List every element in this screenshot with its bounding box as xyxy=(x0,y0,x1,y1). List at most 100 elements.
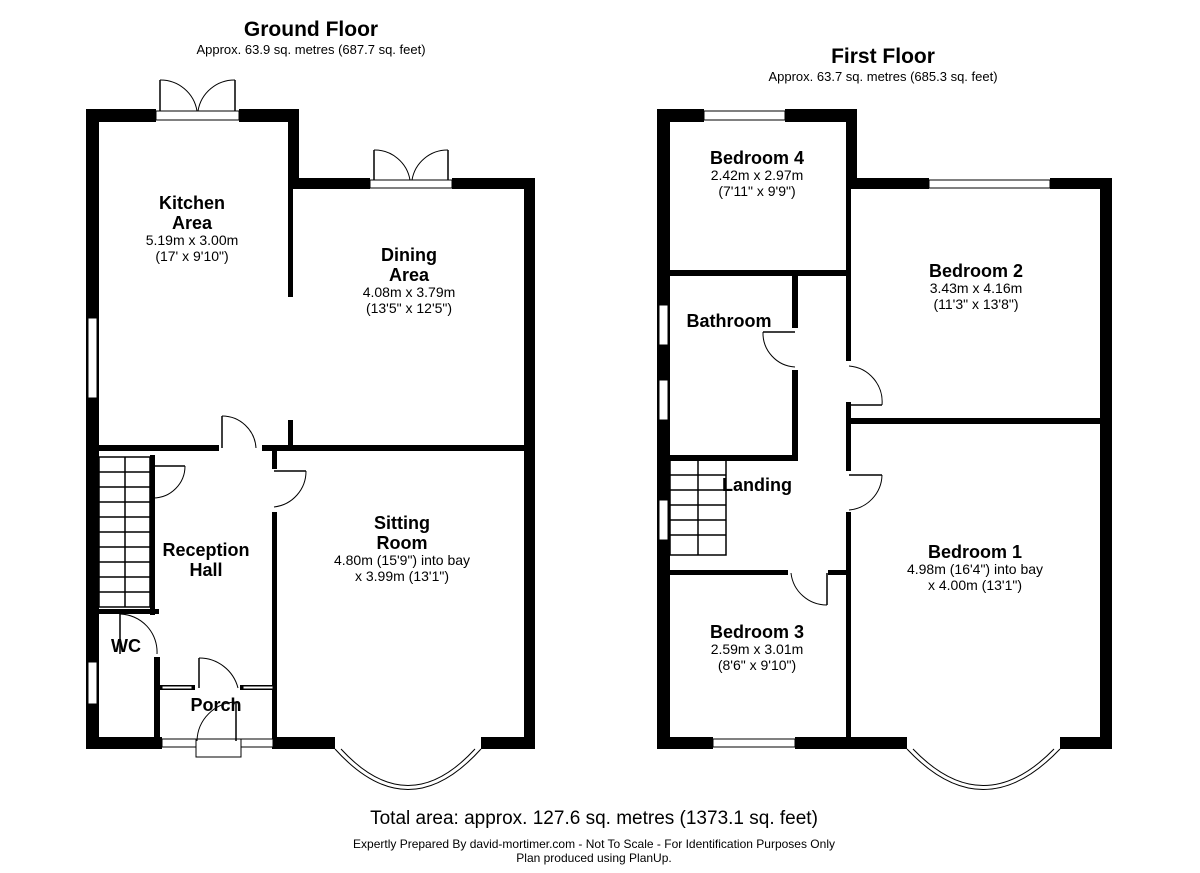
ff-window-landing xyxy=(658,499,669,541)
ff-partition-bed4-bottom xyxy=(670,270,846,276)
gf-window-porch-top-right xyxy=(242,685,274,690)
ff-partition-bed1-left-top xyxy=(846,424,851,471)
gf-window-wc-side xyxy=(87,661,98,705)
text-line: (13'5" x 12'5") xyxy=(365,299,453,316)
text-line: 4.98m (16'4") into bay xyxy=(906,561,1044,578)
room-landing: Landing xyxy=(722,475,792,495)
ff-partition-bed3-top-left xyxy=(670,570,788,575)
room-wc: WC xyxy=(111,636,141,656)
gf-bay-window-sitting xyxy=(334,748,482,790)
ff-wall-top-bed4-left xyxy=(657,109,704,122)
text-line: Bathroom xyxy=(686,311,772,331)
gf-staircase xyxy=(98,456,151,608)
ground-floor-area: Approx. 63.9 sq. metres (687.7 sq. feet) xyxy=(196,42,426,57)
ff-partition-bath-right-top xyxy=(792,276,798,328)
text-line: x 4.00m (13'1") xyxy=(927,576,1022,593)
gf-wall-bottom-mid xyxy=(275,737,335,749)
ff-wall-left xyxy=(657,109,670,749)
gf-window-kitchen-side xyxy=(87,317,98,399)
gf-wall-right xyxy=(524,178,535,749)
text-line: Reception xyxy=(162,540,250,560)
text-line: 3.43m x 4.16m xyxy=(929,280,1023,297)
room-name: WC xyxy=(111,636,141,656)
first-floor-title: First Floor xyxy=(831,45,935,68)
text-line: 4.08m x 3.79m xyxy=(362,284,456,301)
room-porch: Porch xyxy=(190,695,241,715)
ff-door-bed2 xyxy=(848,365,883,406)
text-line: Area xyxy=(388,265,430,286)
ff-staircase xyxy=(669,459,727,556)
ground-floor-title: Ground Floor xyxy=(243,18,379,41)
room-dims: 3.43m x 4.16m(11'3" x 13'8") xyxy=(929,280,1023,312)
ff-partition-bed2-bottom xyxy=(846,418,1112,424)
room-name: Bedroom 2 xyxy=(929,261,1023,281)
gf-french-doors-kitchen xyxy=(155,79,240,121)
gf-french-doors-dining xyxy=(369,149,453,189)
ff-wall-top-bed2-right xyxy=(1050,178,1112,189)
text-line: Dining xyxy=(380,245,437,265)
text-line: 4.80m (15'9") into bay xyxy=(333,552,471,569)
room-name: Bedroom 3 xyxy=(710,622,804,642)
gf-door-wc xyxy=(119,613,158,655)
gf-door-understairs xyxy=(152,465,186,499)
room-dims: 2.42m x 2.97m(7'11" x 9'9") xyxy=(710,167,804,199)
gf-wall-bottom-right xyxy=(481,737,535,749)
room-name: Bathroom xyxy=(687,311,772,331)
ff-partition-bath-bottom xyxy=(670,455,798,461)
text-line: Bedroom 1 xyxy=(927,542,1023,562)
text-line: Area xyxy=(171,213,213,234)
text-line: (17' x 9'10") xyxy=(155,247,229,264)
text-line: Bedroom 2 xyxy=(928,261,1024,281)
ff-window-bed2 xyxy=(928,179,1051,189)
gf-door-front xyxy=(195,701,242,758)
text-line: Kitchen xyxy=(158,193,226,213)
total-area: Total area: approx. 127.6 sq. metres (13… xyxy=(370,808,818,829)
text-line: WC xyxy=(111,636,141,656)
ff-wall-right xyxy=(1100,178,1112,749)
ff-partition-bed3-top-right xyxy=(828,570,851,575)
ff-wall-top-bed4-right xyxy=(785,109,857,122)
gf-partition-hall-sitting-top xyxy=(262,445,535,451)
text-line: Porch xyxy=(190,695,242,715)
gf-partition-wc-top xyxy=(99,609,159,614)
room-name: Landing xyxy=(722,475,792,495)
gf-partition-stairs xyxy=(150,455,155,615)
text-line: (11'3" x 13'8") xyxy=(933,295,1019,312)
text-line: (7'11" x 9'9") xyxy=(718,182,796,199)
gf-partition-kitchen-dining-low xyxy=(288,420,293,450)
gf-partition-wc-side xyxy=(154,657,160,749)
ff-wall-step xyxy=(846,109,857,189)
ff-door-bathroom xyxy=(762,331,796,368)
gf-wall-bottom-left xyxy=(86,737,162,749)
gf-wall-left xyxy=(86,109,99,749)
room-name: Porch xyxy=(190,695,241,715)
text-line: Bedroom 3 xyxy=(709,622,805,642)
ground-floor-plan xyxy=(86,79,535,790)
text-line: x 3.99m (13'1") xyxy=(354,567,449,584)
ff-window-bed4 xyxy=(703,110,786,121)
room-dims: 2.59m x 3.01m(8'6" x 9'10") xyxy=(710,641,804,673)
ff-door-bed3 xyxy=(790,572,828,606)
gf-window-porch-left xyxy=(161,738,197,748)
ff-partition-bed1-left xyxy=(846,512,851,749)
ff-wall-bottom-right xyxy=(1060,737,1112,749)
text-line: Bedroom 4 xyxy=(709,148,805,168)
text-line: Landing xyxy=(722,475,792,495)
gf-door-hall-kitchen xyxy=(221,415,257,449)
ff-bay-window-bed1 xyxy=(906,748,1061,790)
gf-door-hall-sitting xyxy=(273,470,307,508)
gf-door-porch-inner xyxy=(198,657,239,689)
gf-wall-step xyxy=(288,109,299,189)
text-line: Sitting xyxy=(374,513,430,533)
text-line: Hall xyxy=(189,560,223,581)
gf-partition-kitchen-dining xyxy=(288,189,293,297)
first-floor-area: Approx. 63.7 sq. metres (685.3 sq. feet) xyxy=(768,69,998,84)
